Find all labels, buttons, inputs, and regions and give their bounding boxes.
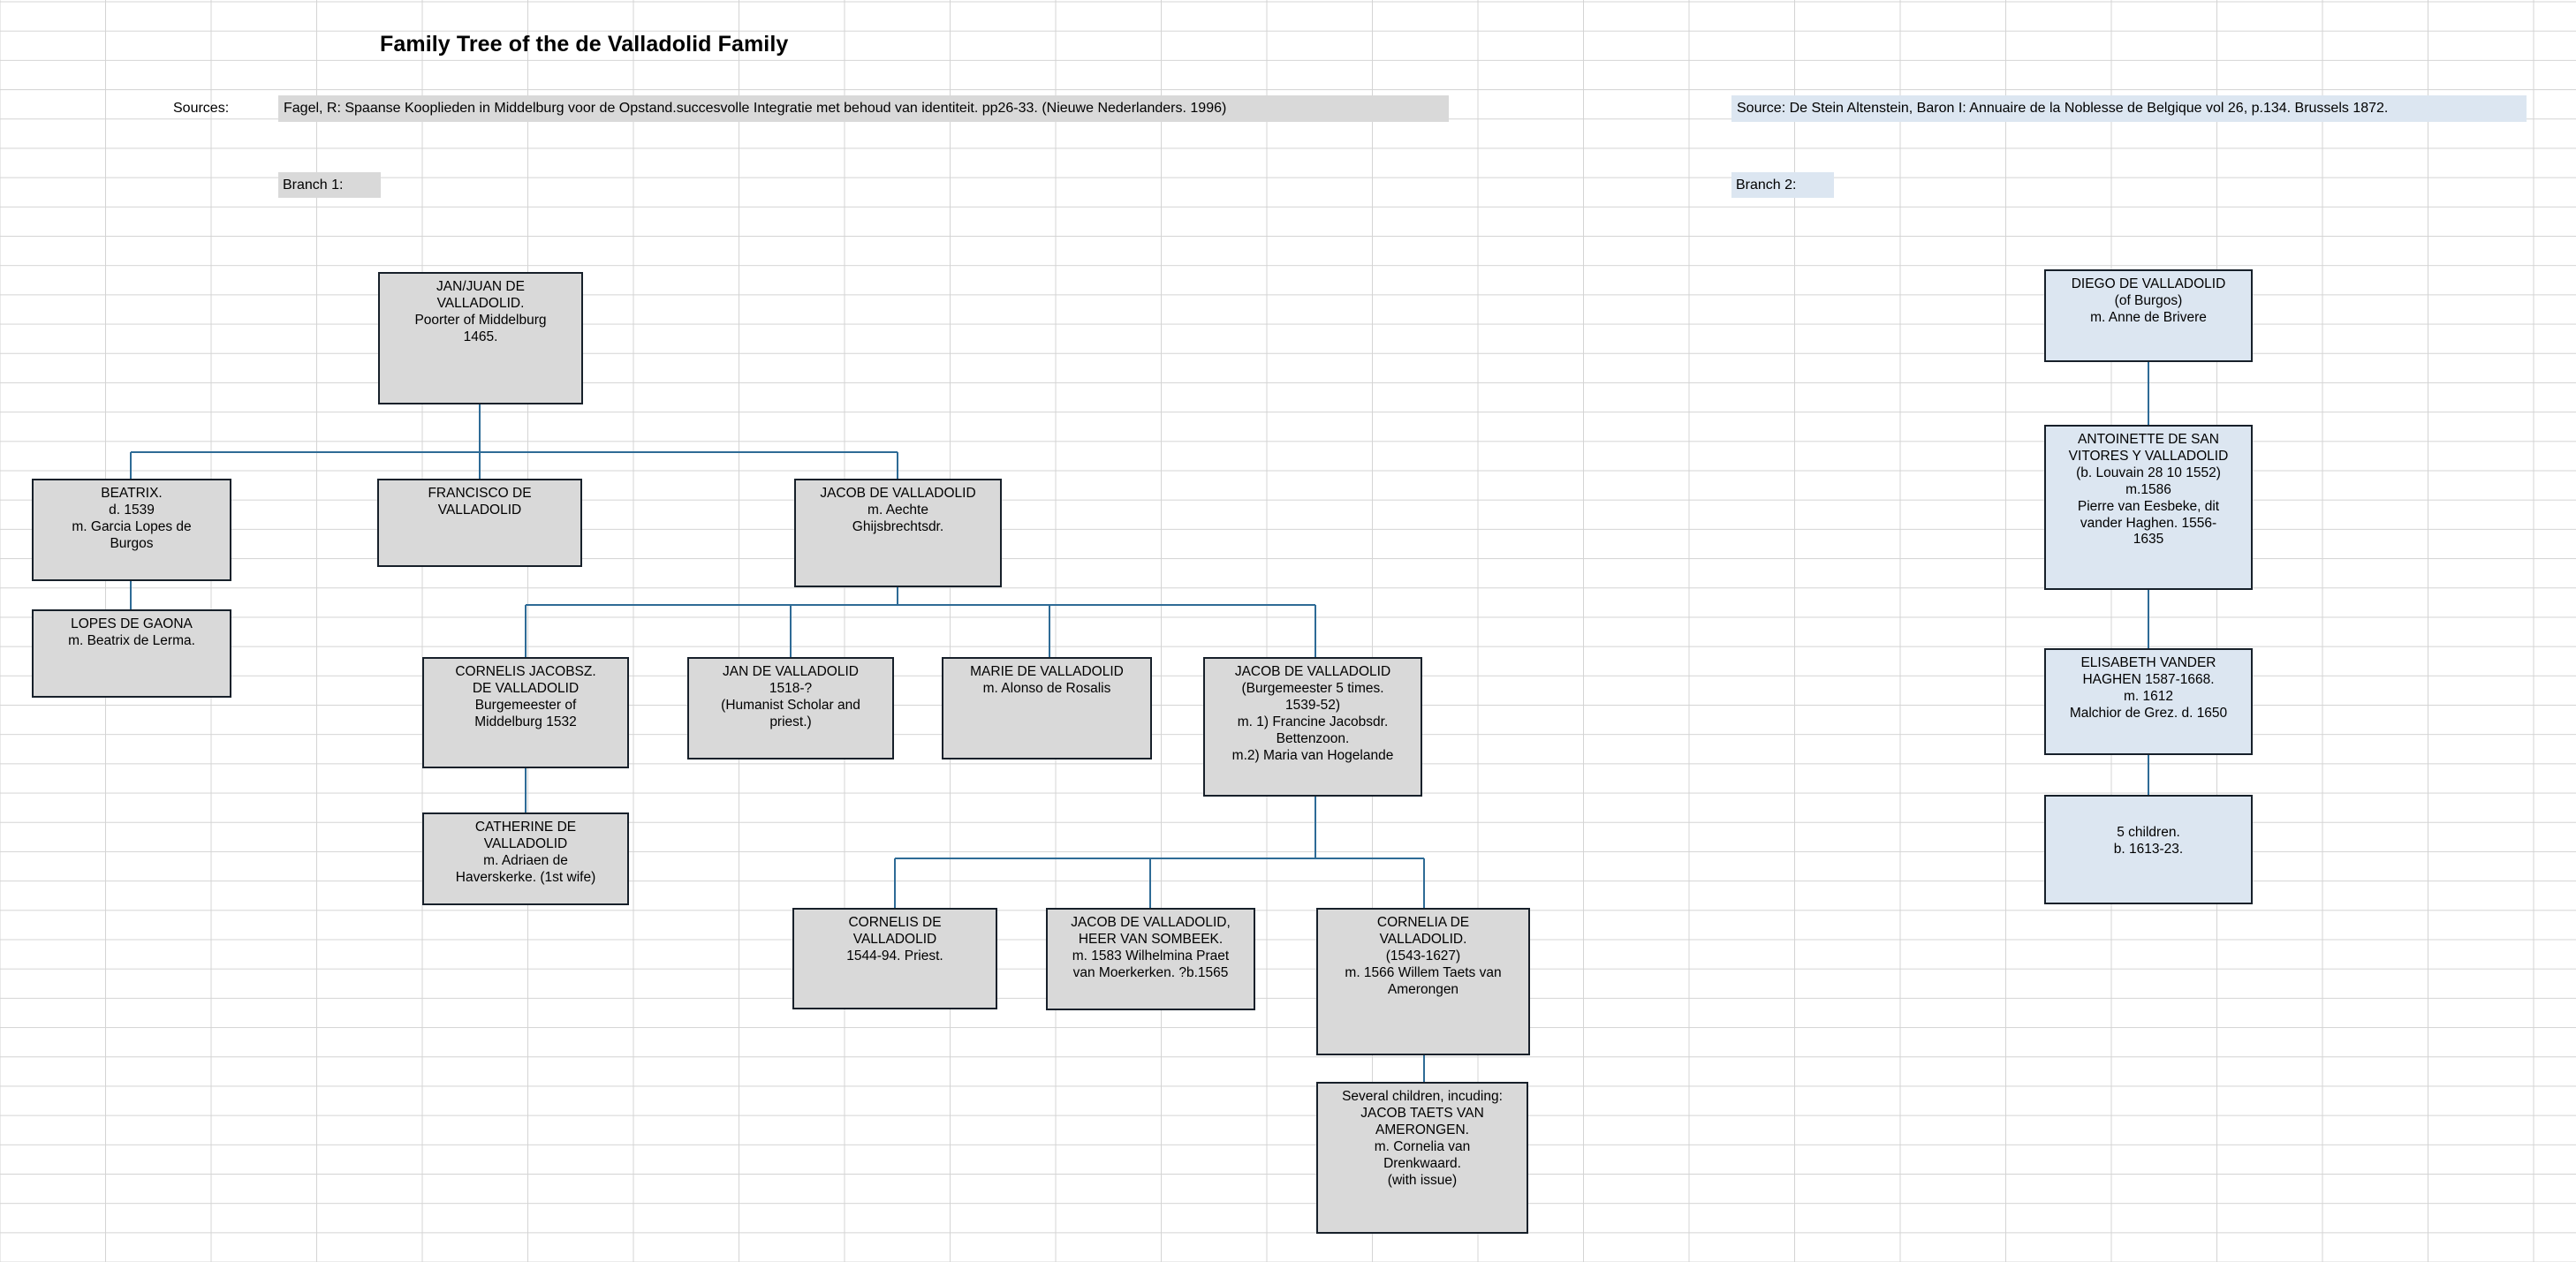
node-marie-de-valladolid[interactable]: MARIE DE VALLADOLID m. Alonso de Rosalis [942, 657, 1152, 759]
node-jacob-de-valladolid-burgemeester[interactable]: JACOB DE VALLADOLID (Burgemeester 5 time… [1203, 657, 1422, 797]
node-line: HAGHEN 1587-1668. [2082, 671, 2215, 687]
node-jan-de-valladolid[interactable]: JAN DE VALLADOLID 1518-? (Humanist Schol… [687, 657, 894, 759]
node-jacob-de-valladolid-sombeek[interactable]: JACOB DE VALLADOLID, HEER VAN SOMBEEK. m… [1046, 908, 1255, 1010]
node-line: Malchior de Grez. d. 1650 [2069, 705, 2228, 721]
sources-label: Sources: [173, 101, 230, 116]
node-jacob-de-valladolid[interactable]: JACOB DE VALLADOLID m. Aechte Ghijsbrech… [794, 479, 1002, 587]
node-lopes-de-gaona[interactable]: LOPES DE GAONA m. Beatrix de Lerma. [32, 609, 231, 698]
node-line: ANTOINETTE DE SAN [2078, 432, 2219, 447]
node-line: VALLADOLID [437, 502, 522, 518]
node-line: m. Cornelia van [1374, 1138, 1471, 1154]
node-several-children-taets[interactable]: Several children, incuding: JACOB TAETS … [1316, 1082, 1528, 1234]
node-line: m. Alonso de Rosalis [982, 680, 1111, 696]
node-line: m. 1612 [2123, 688, 2173, 704]
node-line: VALLADOLID. [436, 295, 525, 311]
node-line: m. 1583 Wilhelmina Praet [1072, 948, 1230, 964]
node-line: m.1586 [2125, 481, 2171, 497]
node-line: van Moerkerken. ?b.1565 [1072, 964, 1229, 980]
node-line: (with issue) [1387, 1172, 1458, 1188]
node-line: Drenkwaard. [1383, 1155, 1461, 1171]
node-line: 1544-94. Priest. [846, 948, 943, 964]
node-line: 1635 [2133, 532, 2164, 548]
node-line: BEATRIX. [101, 486, 163, 501]
branch-2-label: Branch 2: [1731, 172, 1834, 198]
node-line: Haverskerke. (1st wife) [455, 869, 596, 885]
node-line: CORNELIS JACOBSZ. [455, 664, 596, 679]
node-line: vander Haghen. 1556- [2080, 515, 2217, 531]
node-line: 1539-52) [1284, 697, 1341, 713]
node-line: CORNELIA DE [1376, 915, 1470, 930]
node-line: LOPES DE GAONA [71, 616, 193, 631]
node-line: JACOB DE VALLADOLID [820, 486, 976, 501]
node-line: ELISABETH VANDER [2080, 655, 2216, 670]
node-line: JACOB DE VALLADOLID [1234, 664, 1391, 679]
node-line: DE VALLADOLID [472, 680, 580, 696]
node-line: (Burgemeester 5 times. [1241, 680, 1384, 696]
node-line: 5 children. [2117, 825, 2180, 840]
node-line: Burgos [110, 535, 154, 551]
source-text-right: Source: De Stein Altenstein, Baron I: An… [1731, 95, 2527, 122]
node-catherine-de-valladolid[interactable]: CATHERINE DE VALLADOLID m. Adriaen de Ha… [422, 812, 629, 905]
node-jan-juan-de-valladolid[interactable]: JAN/JUAN DE VALLADOLID. Poorter of Midde… [378, 272, 583, 404]
node-line: Burgemeester of [474, 697, 577, 713]
node-francisco-de-valladolid[interactable]: FRANCISCO DE VALLADOLID [377, 479, 582, 567]
node-line: m.2) Maria van Hogelande [1231, 747, 1394, 763]
node-line: m. 1) Francine Jacobsdr. [1237, 714, 1389, 729]
node-line: JAN/JUAN DE [436, 279, 525, 294]
node-cornelis-jacobsz-de-valladolid[interactable]: CORNELIS JACOBSZ. DE VALLADOLID Burgemee… [422, 657, 629, 768]
node-line: VITORES Y VALLADOLID [2068, 448, 2229, 464]
source-text-left: Fagel, R: Spaanse Kooplieden in Middelbu… [278, 95, 1449, 122]
node-line: Pierre van Eesbeke, dit [2077, 498, 2220, 514]
page-title: Family Tree of the de Valladolid Family [380, 32, 789, 57]
node-line: JACOB DE VALLADOLID, [1071, 915, 1231, 930]
node-line: VALLADOLID [852, 931, 937, 947]
node-elisabeth-vander-haghen[interactable]: ELISABETH VANDER HAGHEN 1587-1668. m. 16… [2044, 648, 2253, 755]
node-line: Bettenzoon. [1276, 730, 1350, 746]
node-line: (1543-1627) [1385, 948, 1461, 964]
node-five-children[interactable]: 5 children. b. 1613-23. [2044, 795, 2253, 904]
node-line: (b. Louvain 28 10 1552) [2076, 465, 2221, 480]
node-line: Several children, incuding: [1342, 1089, 1503, 1104]
node-line: MARIE DE VALLADOLID [970, 664, 1124, 679]
node-line: AMERONGEN. [1375, 1122, 1469, 1137]
node-antoinette-de-san-vitores[interactable]: ANTOINETTE DE SAN VITORES Y VALLADOLID (… [2044, 425, 2253, 590]
node-line: DIEGO DE VALLADOLID [2071, 276, 2226, 291]
node-beatrix[interactable]: BEATRIX. d. 1539 m. Garcia Lopes de Burg… [32, 479, 231, 581]
node-line: CORNELIS DE [848, 915, 942, 930]
node-line: m. 1566 Willem Taets van [1345, 964, 1502, 980]
node-line: Ghijsbrechtsdr. [852, 518, 944, 534]
node-diego-de-valladolid[interactable]: DIEGO DE VALLADOLID (of Burgos) m. Anne … [2044, 269, 2253, 362]
node-line: HEER VAN SOMBEEK. [1078, 931, 1224, 947]
node-line: 1465. [463, 329, 498, 344]
node-line: (of Burgos) [2114, 292, 2183, 308]
node-line: VALLADOLID. [1379, 931, 1467, 947]
node-line: CATHERINE DE [474, 820, 577, 835]
node-cornelis-de-valladolid[interactable]: CORNELIS DE VALLADOLID 1544-94. Priest. [792, 908, 997, 1009]
node-line: m. Aechte [868, 502, 928, 518]
node-line: priest.) [769, 714, 812, 729]
node-line: JAN DE VALLADOLID [723, 664, 859, 679]
node-line: VALLADOLID [483, 835, 568, 851]
node-line: b. 1613-23. [2113, 841, 2184, 857]
node-line: Amerongen [1387, 981, 1459, 997]
node-cornelia-de-valladolid[interactable]: CORNELIA DE VALLADOLID. (1543-1627) m. 1… [1316, 908, 1530, 1055]
node-line: m. Garcia Lopes de [72, 518, 192, 534]
node-line: m. Adriaen de [483, 852, 568, 868]
node-line: d. 1539 [109, 502, 155, 518]
node-line: JACOB TAETS VAN [1360, 1105, 1484, 1121]
node-line: 1518-? [769, 680, 813, 696]
node-line: Poorter of Middelburg [414, 312, 547, 328]
node-line: m. Beatrix de Lerma. [68, 632, 195, 648]
branch-1-label: Branch 1: [278, 172, 381, 198]
node-line: m. Anne de Brivere [2090, 309, 2207, 325]
node-line: Middelburg 1532 [474, 714, 577, 729]
node-line: (Humanist Scholar and [721, 697, 860, 713]
node-line: FRANCISCO DE [428, 486, 532, 501]
